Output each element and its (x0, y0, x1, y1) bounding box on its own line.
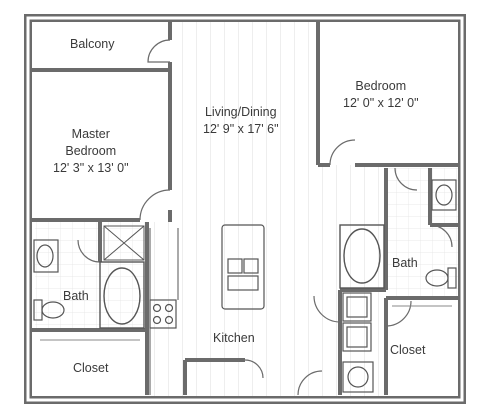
room-closet-left: Closet (73, 360, 108, 377)
room-closet-right: Closet (390, 342, 425, 359)
sink-left (33, 239, 59, 273)
room-dims: 12' 3" x 13' 0" (53, 161, 129, 175)
kitchen-island (221, 224, 265, 310)
exterior-walls (24, 14, 466, 404)
closet-rods (40, 305, 452, 341)
room-dims: 12' 9" x 17' 6" (203, 122, 279, 136)
room-name-line1: Master (71, 127, 110, 141)
tile-floor (35, 168, 458, 330)
room-living-dining: Living/Dining 12' 9" x 17' 6" (203, 104, 279, 138)
washer-dryer (342, 292, 374, 393)
tub-right (339, 224, 385, 289)
wood-floor (150, 20, 386, 402)
room-name: Bath (392, 256, 418, 270)
room-name: Bedroom (355, 79, 407, 93)
sink-right (431, 179, 457, 211)
room-name: Kitchen (213, 331, 255, 345)
room-bath-right: Bath (392, 255, 418, 272)
room-name: Living/Dining (204, 105, 277, 119)
shower-left (103, 225, 145, 261)
room-name: Balcony (70, 37, 115, 51)
room-dims: 12' 0" x 12' 0" (343, 96, 419, 110)
counter-left (149, 228, 179, 395)
room-bath-left: Bath (63, 288, 89, 305)
room-bedroom: Bedroom 12' 0" x 12' 0" (343, 78, 419, 112)
room-kitchen: Kitchen (213, 330, 255, 347)
door-swings (77, 39, 453, 396)
room-balcony: Balcony (70, 36, 114, 53)
room-master-bedroom: Master Bedroom 12' 3" x 13' 0" (53, 126, 129, 177)
room-name: Closet (73, 361, 109, 375)
interior-walls (32, 22, 458, 395)
tub-left (99, 261, 145, 329)
toilet-left (33, 299, 65, 321)
room-name: Bath (63, 289, 89, 303)
toilet-right (425, 267, 457, 289)
room-name-line2: Bedroom (65, 144, 117, 158)
room-name: Closet (390, 343, 426, 357)
